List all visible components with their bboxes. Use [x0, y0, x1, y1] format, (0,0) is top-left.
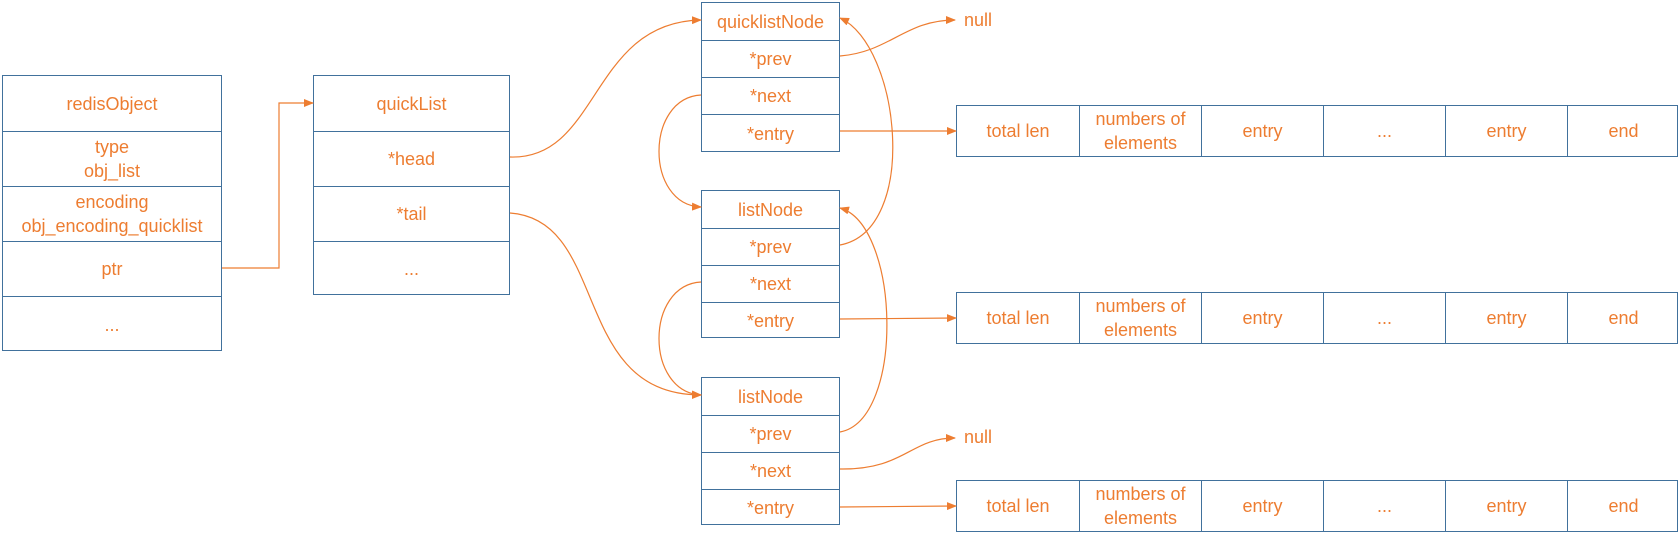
ziplist-cell: end — [1567, 293, 1678, 343]
quicklist-title: quickList — [376, 93, 447, 114]
arrow-node1-entry-to-ziplist — [839, 314, 957, 323]
redis-object-ptr: ptr — [3, 241, 221, 296]
ziplist-cell: end — [1567, 106, 1678, 156]
ziplist-cell: entry — [1201, 293, 1323, 343]
ziplist-cell: numbers of elements — [1079, 293, 1201, 343]
node-title: listNode — [737, 386, 804, 407]
ziplist-cell: entry — [1201, 481, 1323, 531]
node-next: *next — [702, 265, 839, 302]
node-title: quicklistNode — [716, 11, 825, 32]
node-entry: *entry — [702, 114, 839, 153]
arrow-node0-next-to-node1 — [658, 94, 702, 211]
node-prev: *prev — [702, 228, 839, 265]
ziplist-cell: numbers of elements — [1079, 106, 1201, 156]
redis-object-type: type obj_list — [3, 131, 221, 186]
quicklist-more: ... — [314, 241, 509, 296]
ziplist-row-2: total len numbers of elements entry ... … — [956, 292, 1678, 344]
arrow-tail-to-listnode-2 — [509, 212, 702, 399]
ziplist-row-3: total len numbers of elements entry ... … — [956, 480, 1678, 532]
ziplist-cell: ... — [1323, 106, 1445, 156]
arrow-node1-next-to-node2 — [658, 281, 702, 399]
arrow-node1-prev-to-node0 — [839, 17, 894, 246]
redis-object-box: redisObject type obj_list encoding obj_e… — [2, 75, 222, 351]
node-next: *next — [702, 452, 839, 489]
node-title: listNode — [737, 199, 804, 220]
ziplist-cell: total len — [986, 121, 1050, 141]
ziplist-cell: ... — [1323, 293, 1445, 343]
node-prev: *prev — [702, 415, 839, 452]
quicklist-box: quickList *head *tail ... — [313, 75, 510, 295]
ziplist-row-1: total len numbers of elements entry ... … — [956, 105, 1678, 157]
ziplist-cell: entry — [1201, 106, 1323, 156]
ziplist-cell: total len — [986, 496, 1050, 516]
null-label-bottom: null — [964, 427, 993, 447]
arrow-head-to-quicklistnode — [509, 16, 702, 158]
null-label-top: null — [964, 10, 993, 30]
list-node-box-1: listNode *prev *next *entry — [701, 190, 840, 338]
ziplist-cell: numbers of elements — [1079, 481, 1201, 531]
redis-object-more: ... — [3, 296, 221, 352]
quicklist-tail: *tail — [314, 186, 509, 241]
node-prev: *prev — [702, 40, 839, 77]
node-next: *next — [702, 77, 839, 114]
quicklist-head: *head — [314, 131, 509, 186]
arrow-node2-next-to-null — [839, 434, 956, 470]
redis-object-encoding: encoding obj_encoding_quicklist — [3, 186, 221, 241]
arrow-node2-entry-to-ziplist — [839, 502, 957, 511]
ziplist-cell: ... — [1323, 481, 1445, 531]
ziplist-cell: total len — [986, 308, 1050, 328]
ziplist-cell: entry — [1445, 481, 1567, 531]
redis-object-title: redisObject — [66, 93, 158, 114]
ziplist-cell: entry — [1445, 293, 1567, 343]
quicklist-node-box: quicklistNode *prev *next *entry — [701, 2, 840, 152]
arrow-node2-prev-to-node1 — [839, 206, 888, 433]
list-node-box-2: listNode *prev *next *entry — [701, 377, 840, 525]
ziplist-cell: entry — [1445, 106, 1567, 156]
ziplist-cell: end — [1567, 481, 1678, 531]
arrow-ptr-to-quicklist — [222, 99, 314, 269]
node-entry: *entry — [702, 489, 839, 526]
node-entry: *entry — [702, 302, 839, 339]
arrow-node0-prev-to-null — [839, 16, 956, 57]
